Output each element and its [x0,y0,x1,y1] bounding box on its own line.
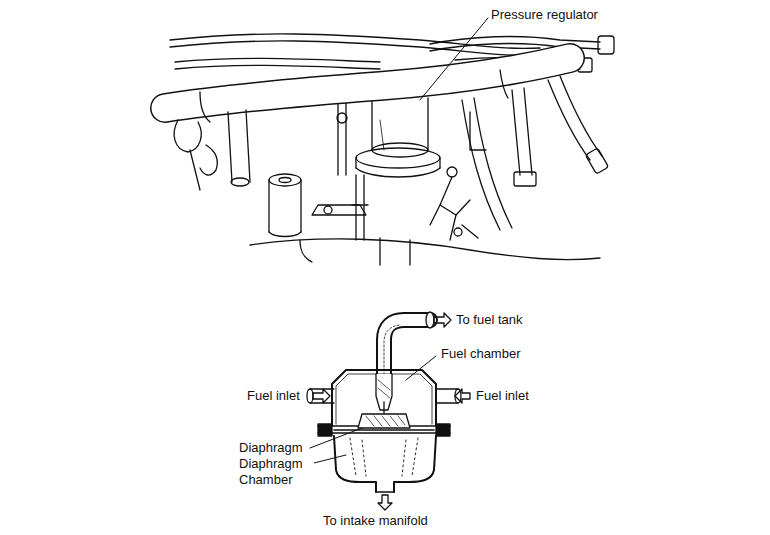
part-label: Fuel chamber [440,346,521,362]
flow-arrow [313,389,330,403]
regulator-cross-section [307,312,470,510]
part-label: Diaphragm [238,440,304,456]
engine-bay-drawing [165,34,614,265]
flow-arrow [434,313,451,327]
part-label: Fuel inlet [246,388,301,404]
flow-arrow [378,495,392,510]
leader-lines [310,18,488,464]
part-label: Fuel inlet [475,388,530,404]
part-label: Pressure regulator [490,7,599,23]
part-label: To fuel tank [455,312,524,328]
part-label: To intake manifold [322,513,429,529]
part-label: Diaphragm Chamber [238,456,314,488]
flow-arrow [455,389,470,403]
